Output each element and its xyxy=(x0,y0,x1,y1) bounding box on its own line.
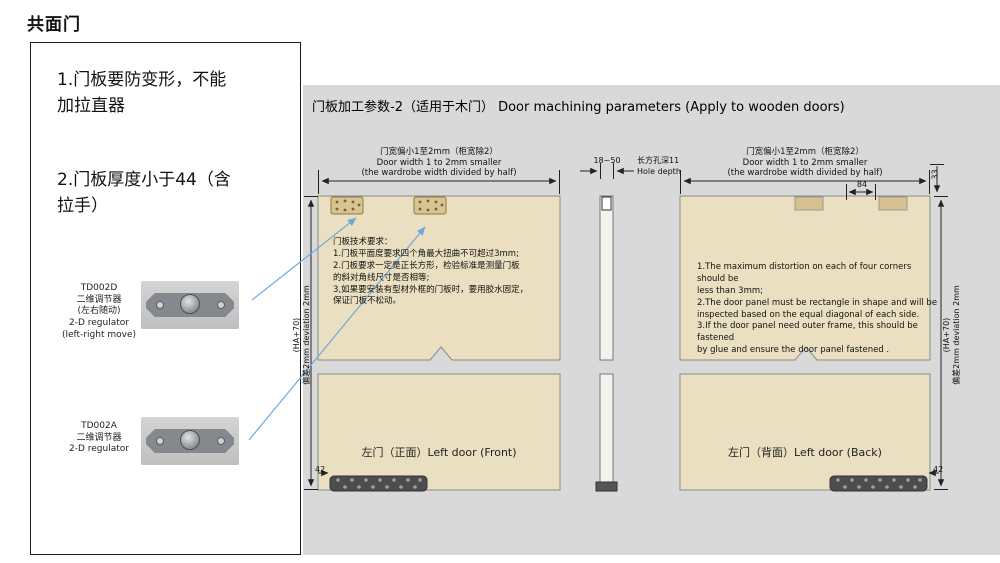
left-door-back-label: 左门（背面）Left door (Back) xyxy=(728,446,882,459)
product-td002d-label: TD002D 二维调节器 (左右随动) 2-D regulator (left-… xyxy=(62,283,136,340)
left-door-front-label: 左门（正面）Left door (Front) xyxy=(361,446,517,459)
dim-42-left-label: 42 xyxy=(315,465,326,474)
notes-panel: 1.门板要防变形，不能 加拉直器 2.门板厚度小于44（含 拉手） TD002D… xyxy=(30,42,301,555)
dim-42-right-label: 42 xyxy=(933,465,944,474)
screw-icon xyxy=(156,437,164,445)
screw-icon xyxy=(217,301,225,309)
note-1: 1.门板要防变形，不能 加拉直器 xyxy=(57,70,227,117)
dim-33-label: 33 xyxy=(930,169,940,180)
right-height-dim-label: (HA+70) 偏差2mm deviation 2mm xyxy=(942,285,962,385)
diagram-title: 门板加工参数-2（适用于木门） Door machining parameter… xyxy=(312,100,845,115)
note-2: 2.门板厚度小于44（含 拉手） xyxy=(57,170,231,217)
door-width-note-right: 门宽偏小1至2mm（柜宽除2） Door width 1 to 2mm smal… xyxy=(727,147,883,179)
screw-icon xyxy=(217,437,225,445)
dim-84-label: 84 xyxy=(856,180,868,189)
page-title: 共面门 xyxy=(27,15,81,35)
td002a-product-photo xyxy=(141,417,239,465)
td002d-product-photo xyxy=(141,281,239,329)
regulator-hub xyxy=(180,294,200,314)
hole-depth-note: 长方孔深11 Hole depth xyxy=(637,156,681,176)
tech-requirements-cn: 门板技术要求： 1.门板平面度要求四个角最大扭曲不可超过3mm; 2.门板要求一… xyxy=(333,237,529,307)
door-width-note-left: 门宽偏小1至2mm（柜宽除2） Door width 1 to 2mm smal… xyxy=(361,147,517,179)
thickness-range-dim-label: 18~50 xyxy=(593,156,621,165)
regulator-hub xyxy=(180,430,200,450)
product-td002a-label: TD002A 二维调节器 2-D regulator xyxy=(69,421,129,455)
tech-requirements-en: 1.The maximum distortion on each of four… xyxy=(697,262,938,356)
screw-icon xyxy=(156,301,164,309)
left-height-dim-label: (HA+70) 偏差2mm deviation 2mm xyxy=(292,285,312,385)
